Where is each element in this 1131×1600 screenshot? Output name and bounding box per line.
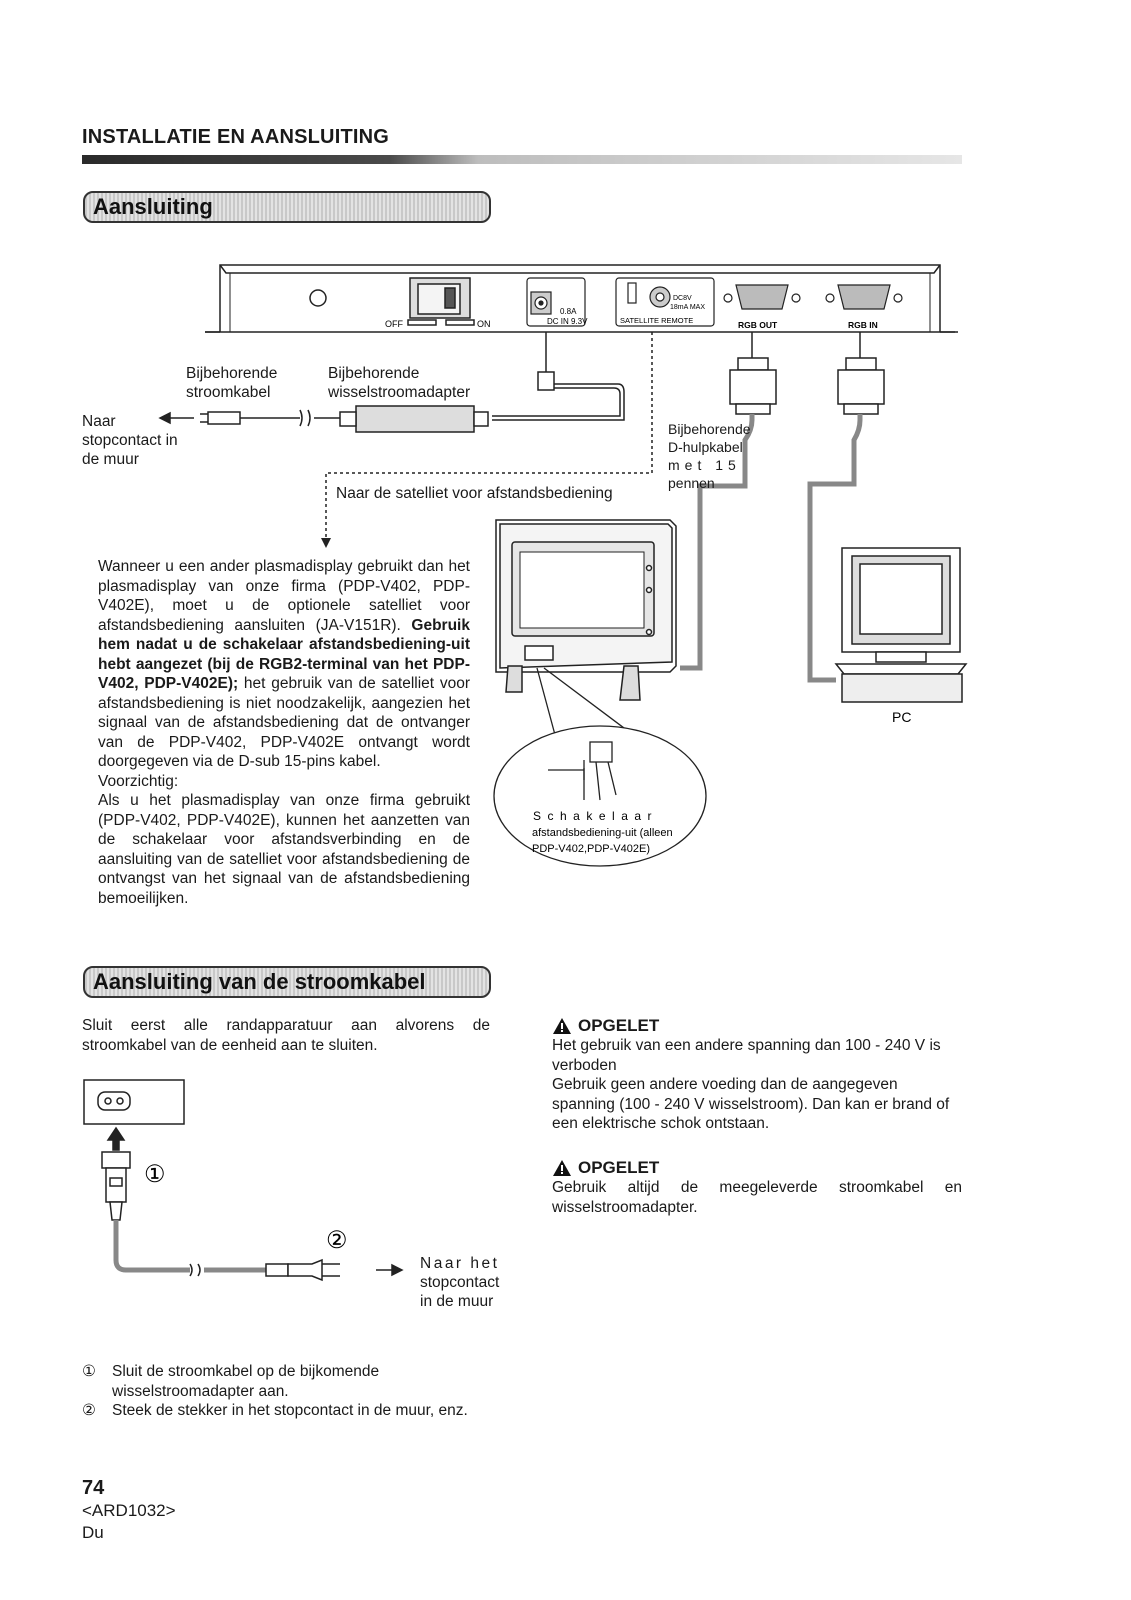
satellite-label: Naar de satelliet voor afstandsbediening (336, 485, 613, 502)
dc-in-port (526, 277, 586, 327)
dsub-cable-in (807, 332, 885, 683)
caution-text-1: Het gebruik van een andere spanning dan … (552, 1037, 950, 1132)
caution-text-2: Gebruik altijd de meegeleverde stroomkab… (552, 1179, 962, 1216)
remote-paragraph-bold: Gebruik hem nadat u de schakelaar afstan… (98, 616, 470, 693)
section-title-aansluiting: Aansluiting (83, 191, 491, 223)
dc-out-max-label: 18mA MAX (670, 304, 705, 311)
indicator-hole (309, 289, 327, 307)
satellite-arrow (321, 538, 331, 548)
dc-out-rating-label: DC8V (673, 295, 692, 302)
marker-2: ② (326, 1227, 348, 1254)
pc-label: PC (892, 709, 911, 725)
caution-title-1: OPGELET (578, 1016, 660, 1035)
satellite-remote-port (615, 277, 715, 327)
caution-title-2: OPGELET (578, 1158, 660, 1177)
switch-off-label: OFF (385, 319, 403, 329)
zoom-detail (493, 667, 707, 867)
satellite-remote-label: SATELLITE REMOTE (620, 316, 693, 325)
rgb-out-port (723, 284, 801, 310)
rgb-out-label: RGB OUT (738, 320, 778, 330)
header-rule (82, 155, 962, 164)
caution-label: Voorzichtig: (98, 772, 179, 790)
page-header: INSTALLATIE EN AANSLUITING (82, 126, 390, 148)
page-number: 74 (82, 1477, 105, 1499)
power-cable-diagram: ① ② (83, 1079, 404, 1282)
warning-icon (553, 1160, 571, 1176)
switch-on-label: ON (477, 319, 491, 329)
power-switch (407, 277, 475, 326)
dc-cable (492, 332, 625, 421)
rgb-in-port (825, 284, 903, 310)
footer-code: <ARD1032> Du (82, 1501, 176, 1542)
warning-icon (553, 1018, 571, 1034)
caution-box-2: OPGELET Gebruik altijd de meegeleverde s… (552, 1158, 962, 1217)
dc-in-label: DC IN 9.3V (547, 317, 588, 326)
pc-icon (834, 547, 968, 703)
dc-rating-label: 0.8A (560, 307, 577, 316)
power-inlet-icon (97, 1091, 131, 1111)
connection-diagram: OFF ON 0.8A DC IN 9.3V DC8V 18mA MAX SAT… (158, 264, 968, 867)
power-cord (200, 409, 340, 427)
marker-1: ① (144, 1161, 166, 1188)
plasma-display (495, 519, 677, 701)
outlet-arrow (158, 411, 194, 425)
wall-plug (265, 1263, 289, 1277)
dsub-cable-out (680, 332, 777, 671)
rgb-in-label: RGB IN (848, 320, 878, 330)
section-title-power-cable: Aansluiting van de stroomkabel (83, 966, 491, 998)
ac-adapter (339, 405, 489, 433)
satellite-dashed-line (325, 332, 653, 540)
switch-label-1: Schakelaar (533, 809, 658, 823)
switch-label-2: afstandsbediening-uit (alleen (532, 827, 673, 839)
caution-box-1: OPGELET Het gebruik van een andere spann… (552, 1016, 962, 1134)
remote-paragraph: Wanneer u een ander plasmadisplay gebrui… (98, 558, 470, 907)
switch-label-3: PDP-V402,PDP-V402E) (532, 843, 650, 855)
power-intro: Sluit eerst alle randapparatuur aan alvo… (82, 1017, 490, 1054)
power-plug (101, 1151, 131, 1169)
